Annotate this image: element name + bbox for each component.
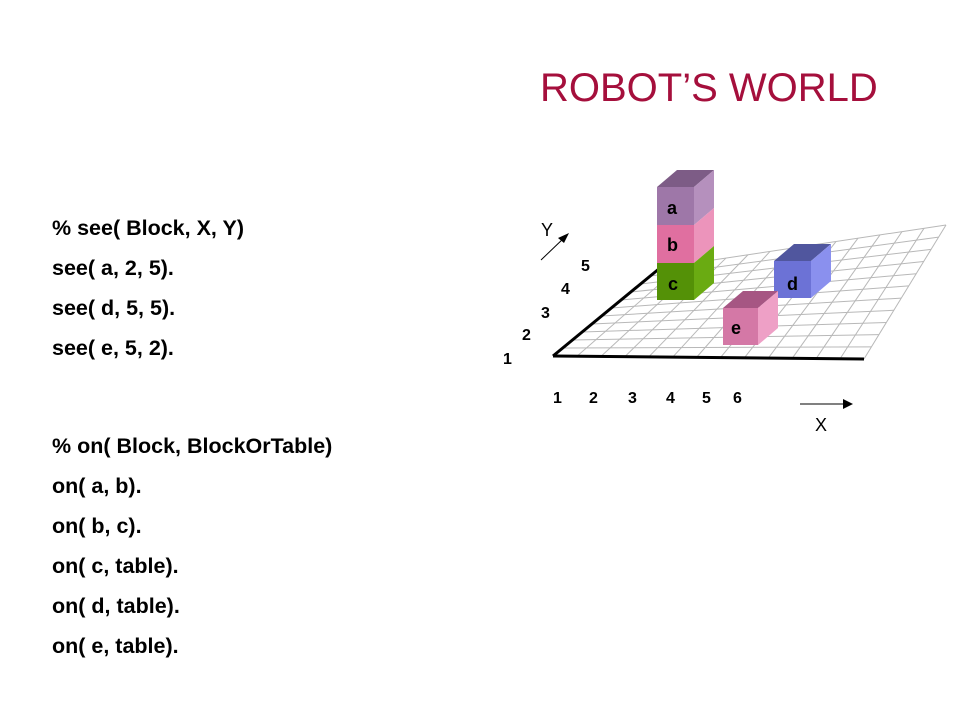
see-comment-line: % see( Block, X, Y) (52, 216, 244, 240)
table-left-edge (552, 266, 661, 358)
x-tick-label: 4 (666, 390, 675, 407)
on-fact-line: on( a, b). (52, 474, 142, 498)
block-a-label: a (667, 198, 678, 218)
block-e-label: e (731, 318, 741, 338)
block-e: e (723, 291, 778, 345)
grid-line (648, 254, 749, 358)
y-axis-label: Y (541, 220, 553, 240)
y-axis-arrow (540, 233, 569, 261)
see-facts-block: % see( Block, X, Y) see( a, 2, 5). see( … (52, 214, 244, 374)
block-b: b (657, 208, 714, 263)
y-tick-label: 1 (503, 351, 512, 368)
on-fact-line: on( c, table). (52, 554, 179, 578)
on-fact-line: on( b, c). (52, 514, 142, 538)
y-tick-label: 5 (581, 258, 590, 275)
see-fact-line: see( d, 5, 5). (52, 296, 176, 320)
block-d: d (774, 244, 831, 298)
grid-line (767, 237, 859, 359)
y-tick-label: 4 (561, 281, 570, 298)
see-fact-line: see( a, 2, 5). (52, 256, 174, 280)
grid-line (672, 251, 771, 358)
block-b-label: b (667, 235, 678, 255)
on-facts-block: % on( Block, BlockOrTable) on( a, b). on… (52, 432, 332, 672)
on-fact-line: on( d, table). (52, 594, 180, 618)
x-tick-label: 6 (733, 390, 742, 407)
x-tick-label: 3 (628, 390, 637, 407)
slide-title: ROBOT’S WORLD (540, 66, 878, 110)
grid-line (863, 224, 947, 360)
block-d-label: d (787, 274, 798, 294)
grid-line (815, 231, 903, 359)
block-a: a (657, 170, 714, 225)
grid-line (839, 228, 925, 360)
y-tick-label: 3 (541, 305, 550, 322)
table-front-edge (552, 354, 865, 361)
on-fact-line: on( e, table). (52, 634, 179, 658)
block-c-label: c (668, 274, 678, 294)
x-tick-label: 1 (553, 390, 562, 407)
y-tick-label: 2 (522, 327, 531, 344)
on-comment-line: % on( Block, BlockOrTable) (52, 434, 333, 458)
grid-line (791, 234, 881, 359)
x-tick-label: 2 (589, 390, 598, 407)
x-axis-arrow (800, 399, 853, 409)
see-fact-line: see( e, 5, 2). (52, 336, 174, 360)
grid-line (562, 346, 872, 349)
x-tick-label: 5 (702, 390, 711, 407)
block-c: c (657, 246, 714, 300)
x-axis-label: X (815, 415, 827, 435)
